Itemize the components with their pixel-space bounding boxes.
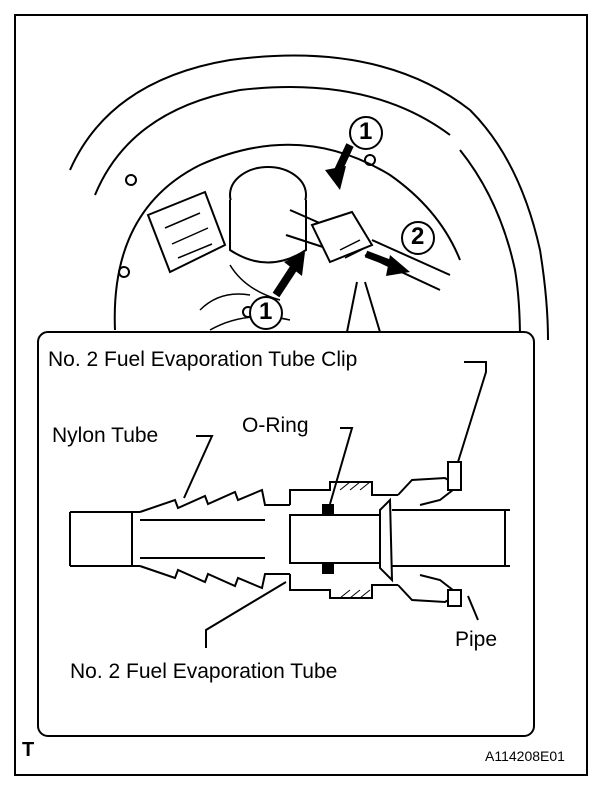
- callout-circle-1-bottom: [249, 296, 283, 330]
- fuel-pump-illustration: [69, 54, 549, 341]
- arrow-2: [364, 250, 410, 276]
- corner-mark: T: [22, 739, 35, 761]
- leader-clip: [457, 361, 487, 463]
- leader-nylon: [183, 435, 214, 499]
- tank-right-edge-inner: [459, 149, 521, 341]
- housing-top: [289, 481, 398, 505]
- arrow-1-bottom: [272, 252, 305, 298]
- barb-top: [139, 488, 290, 513]
- housing-hatch: [339, 481, 371, 599]
- leader-pipe: [467, 595, 479, 621]
- leader-evap: [205, 581, 287, 648]
- label-leaders: [183, 361, 487, 648]
- label-clip: No. 2 Fuel Evaporation Tube Clip: [48, 348, 358, 371]
- retainer: [379, 497, 394, 583]
- figure-frame: [14, 14, 588, 776]
- detail-box: [37, 331, 535, 737]
- label-o-ring: O-Ring: [242, 414, 309, 437]
- callout-circle-2: [401, 221, 435, 255]
- flange-bolt: [364, 154, 376, 166]
- label-nylon-tube: Nylon Tube: [52, 424, 159, 447]
- pump-body-side: [229, 200, 307, 264]
- flange-bolt: [118, 266, 130, 278]
- barb-bottom: [139, 565, 290, 590]
- tube-cross-section: [69, 461, 510, 607]
- tank-outline-arc: [69, 54, 471, 171]
- clip-bar-bottom: [447, 589, 462, 607]
- clip-bar-top: [447, 461, 462, 491]
- flange-bolt: [125, 174, 137, 186]
- housing-bottom: [289, 574, 398, 599]
- electrical-connector: [146, 190, 227, 274]
- callout-2: 2: [411, 223, 425, 250]
- arrow-1-top: [325, 143, 354, 190]
- detail-leader: [346, 281, 381, 333]
- callout-circle-1-top: [349, 116, 383, 150]
- pump-flange: [113, 143, 461, 331]
- label-pipe: Pipe: [455, 628, 498, 651]
- leader-oring: [329, 427, 354, 505]
- quick-connector: [310, 210, 374, 264]
- figure-code: A114208E01: [485, 748, 565, 764]
- label-evap-tube: No. 2 Fuel Evaporation Tube: [70, 660, 338, 683]
- tank-outline-arc-inner: [94, 86, 451, 196]
- o-ring-top: [322, 504, 334, 514]
- callout-1-top: 1: [359, 118, 373, 145]
- tank-right-edge: [469, 109, 549, 341]
- o-ring-bottom: [322, 564, 334, 574]
- callout-1-bottom: 1: [259, 298, 273, 325]
